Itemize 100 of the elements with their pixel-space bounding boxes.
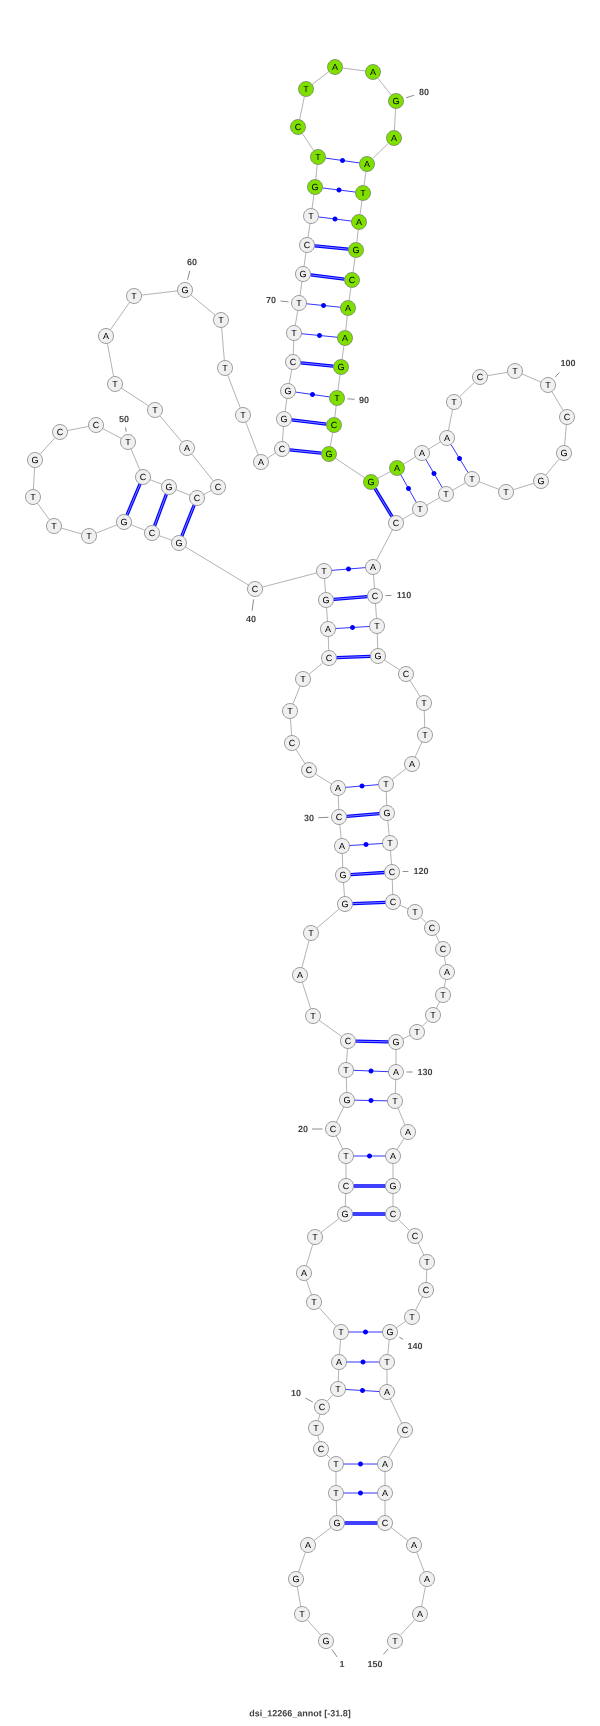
- backbone-line: [384, 1500, 386, 1516]
- backbone-line: [315, 773, 332, 785]
- backbone-line: [395, 1049, 397, 1065]
- caption: dsi_12266_annot [-31.8]: [249, 1709, 351, 1719]
- backbone-line: [459, 382, 475, 397]
- backbone-line: [359, 200, 363, 215]
- backbone-line: [267, 452, 276, 459]
- backbone-line: [444, 956, 446, 965]
- backbone-line: [425, 1269, 428, 1283]
- backbone-line: [339, 824, 342, 839]
- position-number: 40: [246, 599, 256, 623]
- backbone-line: [330, 432, 333, 447]
- backbone-line: [339, 1339, 341, 1355]
- backbone-line: [387, 820, 390, 836]
- position-number: 60: [187, 258, 197, 281]
- base-pair-line: [373, 487, 394, 518]
- backbone-line: [282, 426, 284, 442]
- backbone-line: [348, 287, 352, 301]
- backbone-line: [130, 448, 141, 471]
- position-number: 110: [385, 591, 411, 599]
- base-pair-line: [318, 216, 352, 222]
- position-number: 130: [406, 1068, 433, 1076]
- backbone-line: [545, 458, 560, 476]
- backbone-line: [290, 718, 292, 736]
- backbone-line: [308, 662, 324, 675]
- backbone-line: [343, 882, 345, 897]
- backbone-line: [345, 1163, 347, 1179]
- backbone-line: [385, 791, 388, 806]
- backbone-line: [316, 908, 340, 929]
- backbone-line: [39, 437, 56, 455]
- backbone-line: [317, 1414, 321, 1421]
- backbone-line: [298, 1552, 306, 1572]
- backbone-line: [376, 529, 393, 561]
- backbone-line: [400, 1619, 415, 1636]
- backbone-line: [121, 387, 149, 407]
- backbone-line: [335, 458, 365, 478]
- backbone-line: [452, 482, 466, 491]
- backbone-line: [448, 409, 453, 431]
- backbone-line: [292, 340, 295, 355]
- base-pair-line: [314, 244, 349, 251]
- backbone-line: [387, 1339, 390, 1355]
- backbone-line: [320, 1218, 340, 1233]
- backbone-line: [295, 749, 306, 764]
- backbone-line: [107, 343, 114, 377]
- backbone-line: [303, 252, 307, 267]
- backbone-line: [391, 879, 394, 895]
- base-pair-line: [353, 1184, 386, 1188]
- backbone-line: [61, 527, 82, 535]
- backbone-line: [311, 71, 330, 85]
- base-pair-line: [295, 391, 330, 398]
- backbone-line: [341, 853, 344, 868]
- backbone-line: [392, 1193, 394, 1207]
- position-number: 50: [119, 415, 129, 432]
- base-pair-line: [325, 157, 360, 164]
- backbone-line: [141, 290, 178, 296]
- backbone-line: [428, 441, 441, 450]
- backbone-line: [487, 372, 508, 376]
- backbone-line: [159, 415, 183, 443]
- backbone-line: [373, 574, 375, 589]
- base-pair-line: [306, 303, 341, 308]
- backbone-line: [345, 315, 348, 331]
- position-number: 120: [402, 867, 429, 875]
- base-pair-line: [343, 1490, 378, 1496]
- backbone-line: [175, 489, 191, 496]
- backbone-line: [377, 77, 392, 96]
- backbone-line: [326, 607, 328, 622]
- backbone-line: [327, 636, 330, 651]
- position-number: 140: [398, 1336, 423, 1350]
- backbone-line: [392, 1163, 394, 1179]
- backbone-line: [338, 1369, 339, 1382]
- backbone-line: [564, 424, 567, 446]
- backbone-line: [397, 1107, 406, 1126]
- position-number: 1: [331, 1649, 345, 1668]
- backbone-line: [324, 578, 326, 593]
- backbone-line: [313, 1527, 332, 1541]
- backbone-line: [396, 1321, 406, 1328]
- backbone-line: [334, 405, 337, 418]
- base-pair-line: [333, 595, 368, 601]
- backbone-line: [221, 327, 225, 361]
- backbone-line: [67, 426, 89, 431]
- backbone-line: [305, 1244, 314, 1266]
- backbone-line: [37, 503, 50, 520]
- base-pair-line: [349, 842, 383, 847]
- backbone-line: [435, 934, 440, 943]
- backbone-line: [203, 490, 212, 495]
- backbone-line: [417, 1242, 425, 1256]
- base-pair-line: [348, 1329, 383, 1335]
- base-pair-line: [336, 654, 371, 660]
- base-pair-line: [450, 444, 469, 473]
- backbone-line: [337, 374, 341, 391]
- base-pair-line: [345, 783, 379, 789]
- backbone-line: [402, 1035, 411, 1039]
- backbone-line: [292, 685, 301, 705]
- backbone-line: [420, 917, 427, 923]
- backbone-line: [376, 633, 379, 649]
- backbone-line: [150, 479, 162, 485]
- backbone-line: [356, 229, 359, 243]
- backbone-line: [289, 369, 292, 384]
- backbone-line: [372, 143, 389, 159]
- backbone-line: [306, 1619, 322, 1636]
